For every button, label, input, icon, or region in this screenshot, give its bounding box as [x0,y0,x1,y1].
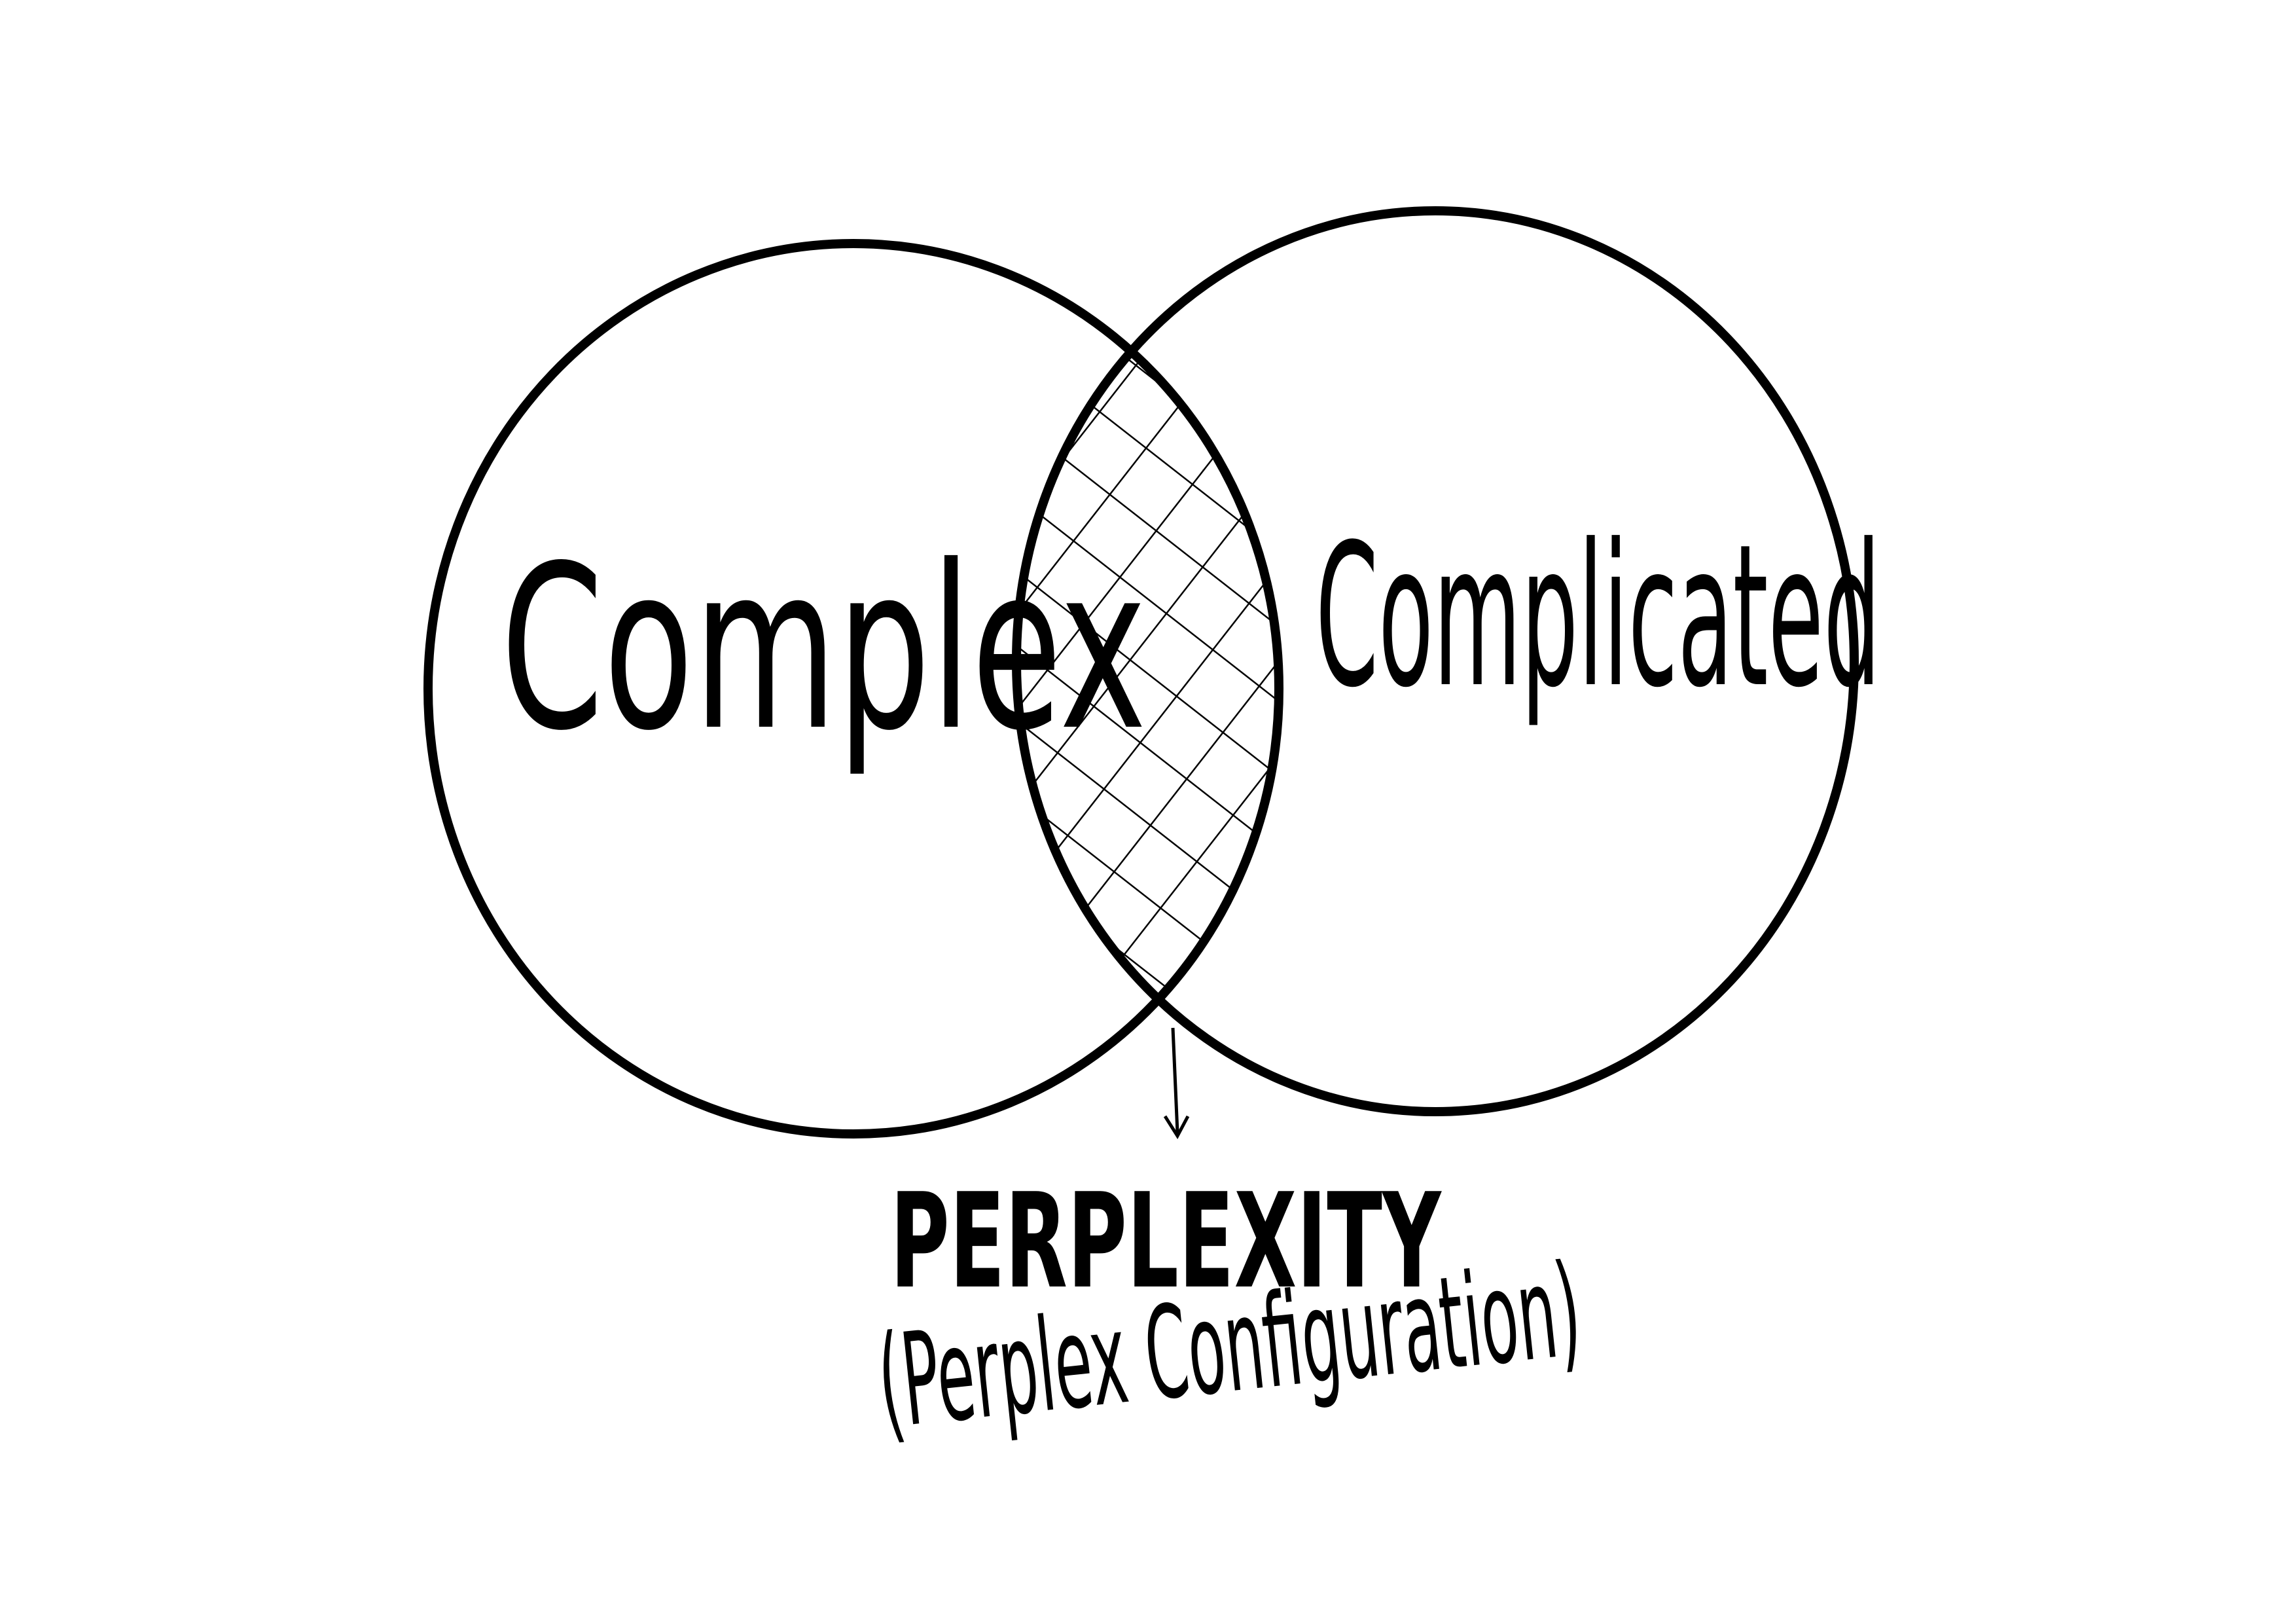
arrow-icon [1163,1027,1190,1139]
complicated-circle [1012,206,1859,1116]
complex-label: Complex [501,517,1147,780]
complicated-label: Complicated [1316,502,1880,731]
intersection-label: PERPLEXITY [890,1166,1443,1318]
complex-circle [423,239,1283,1139]
